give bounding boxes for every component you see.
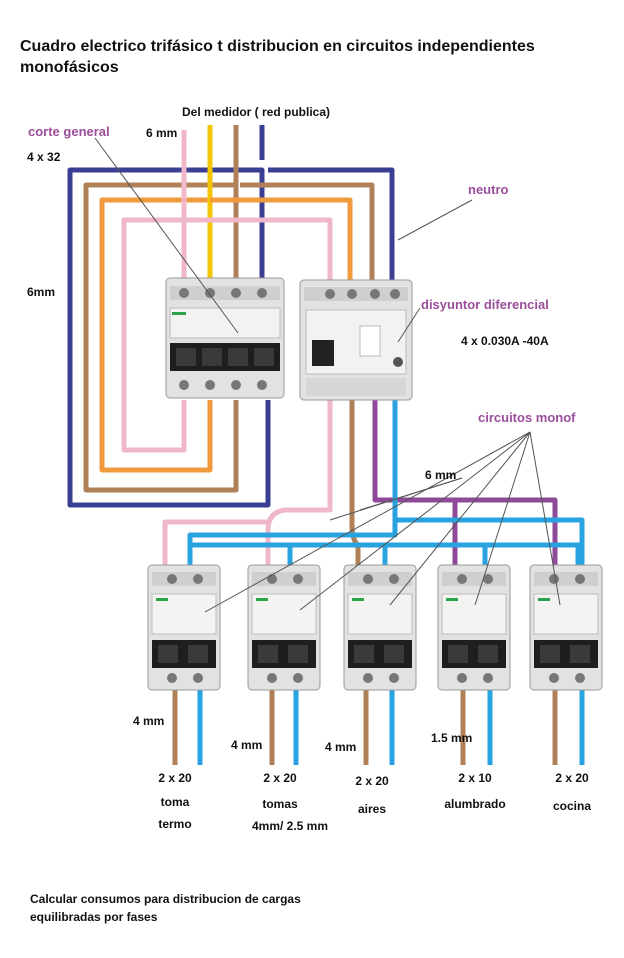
- cable-side-label: 6mm: [27, 285, 56, 299]
- footer-note: Calcular consumos para distribucion de c…: [30, 892, 301, 924]
- circuit-2-name: tomas: [262, 797, 298, 811]
- main-breaker-rating: 4 x 32: [27, 150, 61, 164]
- circuit-5-name: cocina: [552, 799, 591, 813]
- branch-breaker-4: [437, 564, 511, 691]
- leader-6mm-b: [329, 477, 463, 521]
- leader-circuitos-2: [299, 431, 531, 611]
- neutral-label: neutro: [468, 182, 509, 197]
- branch-breaker-3: [343, 564, 417, 691]
- cable-top-label: 6 mm: [146, 126, 178, 140]
- circuit-1-cable: 4 mm: [133, 714, 165, 728]
- circuit-1-name: toma: [160, 795, 190, 809]
- purple-out-wire: [372, 400, 558, 565]
- circuit-1-rating: 2 x 20: [158, 771, 192, 785]
- navy-loop-wire: [67, 167, 271, 508]
- circuit-3-cable: 4 mm: [325, 740, 357, 754]
- page-title: Cuadro electrico trifásico t distribucio…: [20, 38, 535, 76]
- circuit-2-rating: 2 x 20: [263, 771, 297, 785]
- circuit-3-name: aires: [357, 802, 387, 816]
- leader-circuitos-1: [204, 431, 531, 613]
- branch-breaker-1: [147, 564, 221, 691]
- main-breaker-device: [165, 277, 285, 399]
- circuit-2-name2: 4mm/ 2.5 mm: [251, 819, 329, 833]
- leader-circuitos-3: [389, 431, 531, 606]
- circuit-4-name: alumbrado: [444, 797, 506, 811]
- circuit-1-name2: termo: [158, 817, 192, 831]
- rcd-label: disyuntor diferencial: [421, 297, 549, 312]
- leader-circuitos-5: [529, 431, 561, 606]
- leader-circuitos-4: [474, 431, 531, 606]
- branch-breaker-2: [247, 564, 321, 691]
- rcd-rating: 4 x 0.030A -40A: [461, 334, 549, 348]
- orange-rcd-wire: [210, 197, 353, 283]
- blue-neutral-b: [187, 400, 398, 565]
- circuit-4-rating: 2 x 10: [458, 771, 492, 785]
- navy-rcd-wire: [268, 167, 395, 283]
- pink-out-wire: [265, 400, 333, 565]
- leader-neutro: [397, 199, 473, 241]
- pink-rcd-wire: [184, 217, 333, 283]
- leader-corte-general: [94, 137, 239, 334]
- brown-out-wire: [349, 400, 361, 565]
- circuit-2-cable: 4 mm: [231, 738, 263, 752]
- circuit-4-cable: 1.5 mm: [431, 731, 473, 745]
- cable-mid-label: 6 mm: [425, 468, 457, 482]
- leader-disyuntor: [397, 307, 421, 343]
- circuit-5-rating: 2 x 20: [555, 771, 589, 785]
- rcd-device: [299, 279, 413, 401]
- main-breaker-label: corte general: [28, 124, 110, 139]
- source-label: Del medidor ( red publica): [182, 105, 331, 119]
- circuits-label: circuitos monof: [478, 410, 576, 425]
- pink-branch-left: [162, 519, 268, 565]
- branch-breaker-5: [529, 564, 603, 691]
- brown-rcd-wire: [240, 182, 375, 283]
- circuit-3-rating: 2 x 20: [355, 774, 389, 788]
